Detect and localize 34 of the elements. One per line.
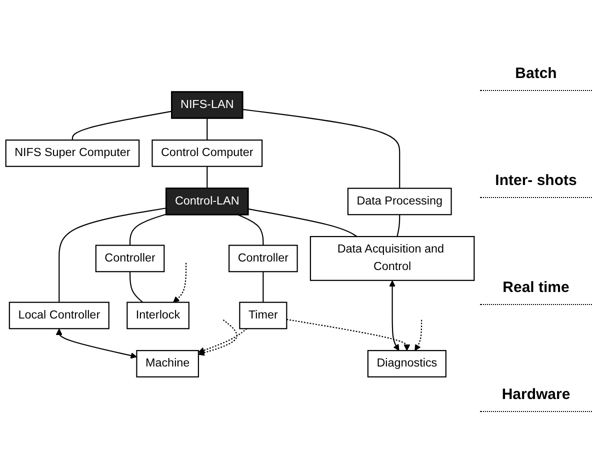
connector — [129, 213, 166, 245]
node-box: Diagnostics — [367, 350, 446, 378]
node-box: Local Controller — [8, 301, 110, 329]
connector — [262, 271, 264, 302]
connector — [72, 110, 172, 140]
node-box: NIFS-LAN — [171, 90, 244, 119]
node-box: Controller — [228, 244, 298, 272]
node-box: Timer — [239, 301, 288, 329]
node-box: Machine — [136, 350, 199, 378]
node-box: Control Computer — [152, 139, 263, 167]
layer-label: Batch — [480, 56, 592, 90]
node-box: Controller — [95, 244, 165, 272]
layer-label: Real time — [480, 270, 592, 304]
connector — [206, 118, 208, 140]
layer-label: Inter- shots — [480, 164, 592, 198]
node-box: Control-LAN — [165, 187, 249, 215]
connector — [129, 271, 144, 302]
arrow — [389, 280, 400, 350]
node-box: Interlock — [126, 301, 190, 329]
node-box: NIFS Super Computer — [5, 139, 140, 167]
layer-label: Hardware — [480, 378, 592, 412]
arrow — [286, 318, 410, 350]
node-box: Data Acquisition and Control — [310, 236, 475, 281]
connector — [248, 208, 358, 237]
connector — [206, 166, 208, 188]
connector — [237, 214, 264, 245]
node-box: Data Processing — [347, 187, 452, 215]
arrow — [414, 320, 422, 350]
connector — [242, 108, 400, 188]
arrow — [173, 262, 187, 302]
arrow — [198, 328, 248, 354]
connector — [396, 214, 400, 236]
arrow — [56, 328, 137, 358]
arrow — [198, 319, 238, 356]
